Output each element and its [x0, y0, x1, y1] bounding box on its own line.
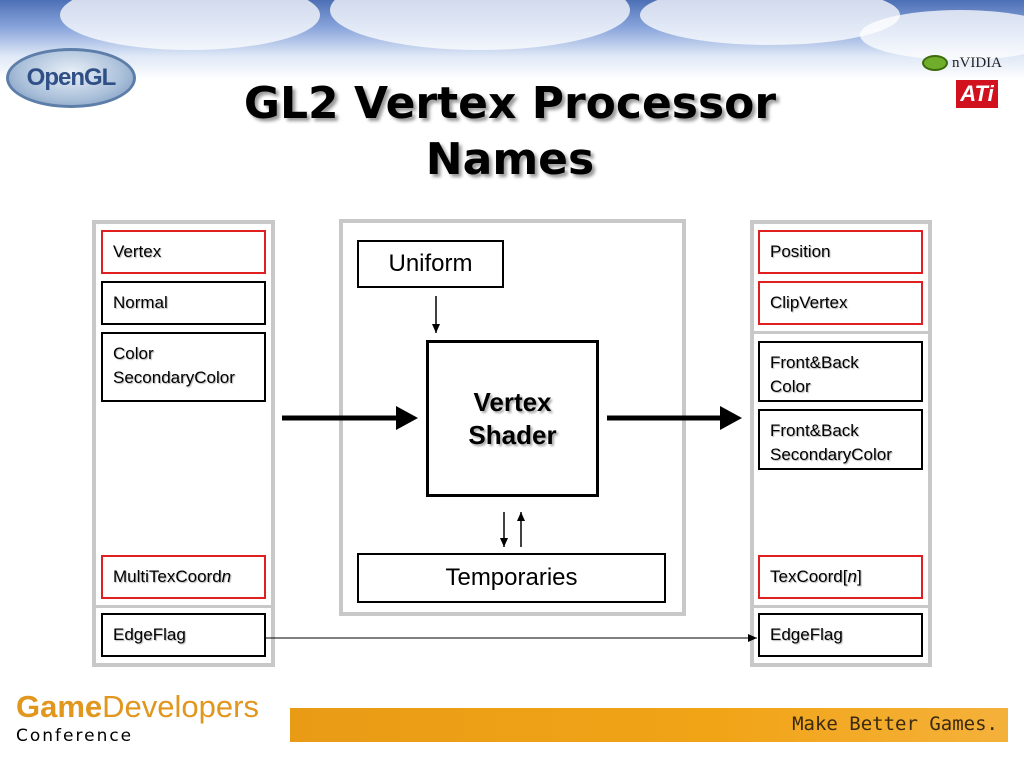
input-edgeflag: EdgeFlag [101, 613, 266, 657]
gdc-logo-conference: Conference [16, 726, 134, 746]
outputs-separator-top [754, 331, 928, 334]
input-multitexcoord: MultiTexCoordn [101, 555, 266, 599]
slide-title-line2: Names [425, 134, 595, 185]
output-frontback-color-label-1: Front&Back [770, 353, 859, 372]
output-edgeflag: EdgeFlag [758, 613, 923, 657]
input-multitexcoord-label: MultiTexCoord [113, 567, 222, 586]
output-position: Position [758, 230, 923, 274]
opengl-logo: OpenGL [6, 48, 136, 108]
input-multitexcoord-n: n [221, 567, 232, 586]
opengl-logo-text: OpenGL [26, 64, 117, 91]
output-frontback-color-label-2: Color [770, 377, 811, 396]
gdc-logo-developers: Developers [102, 689, 259, 724]
output-texcoord-suffix: ] [856, 567, 862, 586]
input-vertex: Vertex [101, 230, 266, 274]
input-normal-label: Normal [113, 293, 168, 312]
gdc-logo-line1: GameDevelopers [16, 690, 259, 724]
output-frontback-secondarycolor: Front&Back SecondaryColor [758, 409, 923, 470]
input-color: Color SecondaryColor [101, 332, 266, 402]
input-to-shader-arrow [282, 406, 418, 430]
gdc-logo: GameDevelopers Conference [16, 690, 259, 748]
output-texcoord-n: n [847, 567, 857, 586]
shader-to-output-arrow [607, 406, 742, 430]
gdc-logo-game: Game [16, 689, 103, 724]
output-frontback-secondary-label-1: Front&Back [770, 421, 859, 440]
output-clipvertex-label: ClipVertex [770, 293, 848, 312]
nvidia-logo-text: nVIDIA [952, 54, 1002, 71]
temporaries-box: Temporaries [357, 553, 666, 603]
vertex-shader-label-1: Vertex [473, 386, 552, 417]
nvidia-logo: nVIDIA [922, 52, 1002, 74]
input-color-label-1: Color [113, 344, 154, 363]
ati-logo: ATi [956, 80, 998, 108]
input-color-label-2: SecondaryColor [113, 368, 235, 387]
output-texcoord: TexCoord[n] [758, 555, 923, 599]
temporaries-label: Temporaries [445, 564, 578, 591]
outputs-separator-bottom [754, 605, 928, 608]
input-normal: Normal [101, 281, 266, 325]
tagline-bar: Make Better Games. [290, 708, 1008, 742]
vertex-shader-label-2: Shader [468, 419, 557, 450]
uniform-label: Uniform [388, 250, 473, 277]
tagline-text: Make Better Games. [792, 713, 998, 735]
inputs-separator [96, 605, 271, 608]
output-edgeflag-label: EdgeFlag [770, 625, 843, 644]
output-frontback-color: Front&Back Color [758, 341, 923, 402]
output-position-label: Position [770, 242, 831, 261]
vertex-shader-box: Vertex Shader [426, 340, 599, 497]
nvidia-eye-icon [922, 55, 948, 71]
slide-title-line1: GL2 Vertex Processor [243, 78, 777, 129]
ati-logo-text: ATi [960, 81, 994, 106]
sky-banner [0, 0, 1024, 80]
slide-title: GL2 Vertex Processor Names [180, 76, 840, 188]
output-clipvertex: ClipVertex [758, 281, 923, 325]
uniform-box: Uniform [357, 240, 504, 288]
output-texcoord-label: TexCoord[ [770, 567, 848, 586]
output-frontback-secondary-label-2: SecondaryColor [770, 445, 892, 464]
input-vertex-label: Vertex [113, 242, 162, 261]
input-edgeflag-label: EdgeFlag [113, 625, 186, 644]
